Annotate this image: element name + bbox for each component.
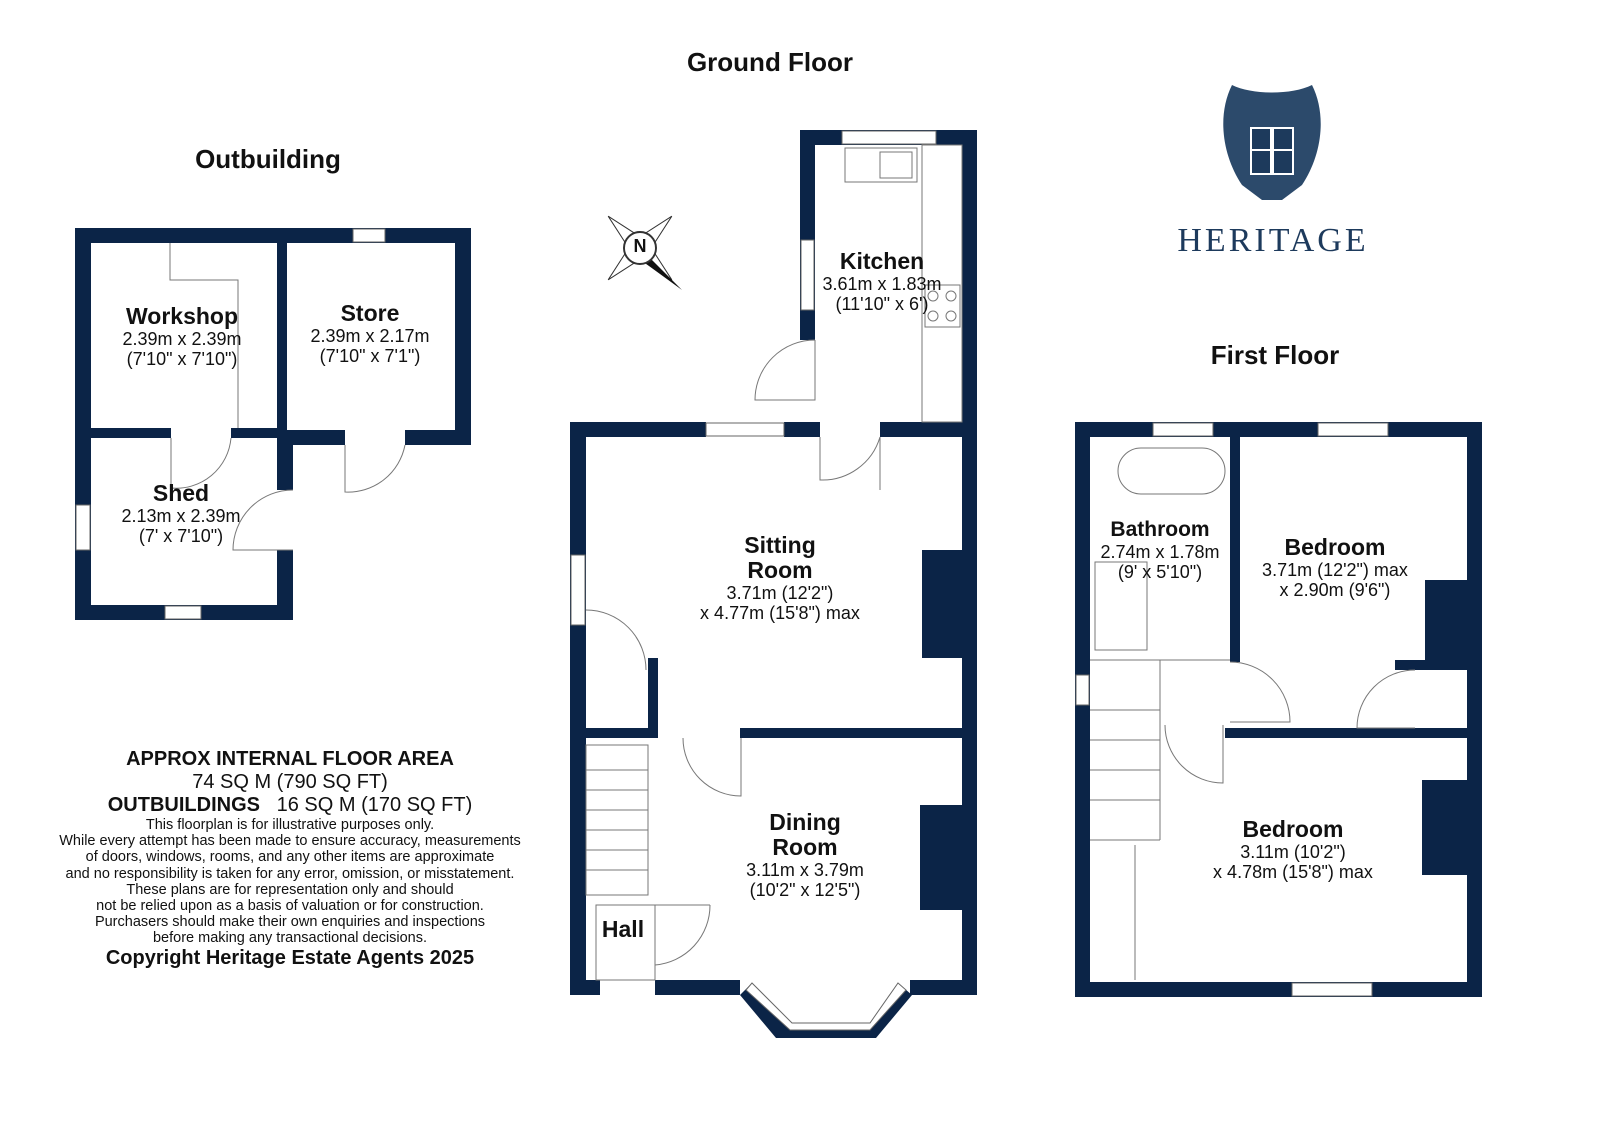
room-dim: x 2.90m (9'6") xyxy=(1279,580,1391,600)
room-kitchen: Kitchen 3.61m x 1.83m (11'10" x 6') xyxy=(822,248,942,315)
disclaimer-line: of doors, windows, rooms, and any other … xyxy=(85,849,495,866)
heritage-crest-logo xyxy=(1223,85,1321,200)
room-dim: 3.11m (10'2") xyxy=(1240,842,1346,862)
outbuilding-windows xyxy=(75,228,386,620)
ground-floor-title: Ground Floor xyxy=(686,47,854,77)
room-imperial: (11'10" x 6') xyxy=(835,294,929,314)
room-name: Workshop xyxy=(125,303,239,329)
disclaimer-line: before making any transactional decision… xyxy=(152,930,428,947)
disclaimer-line: While every attempt has been made to ens… xyxy=(59,833,521,850)
room-name: Dining xyxy=(769,809,841,835)
room-store: Store 2.39m x 2.17m (7'10" x 7'1") xyxy=(310,300,430,367)
disclaimer-line: These plans are for representation only … xyxy=(126,881,454,898)
room-hall: Hall xyxy=(601,916,645,942)
room-imperial: (7' x 7'10") xyxy=(138,526,224,546)
room-dining: Dining Room 3.11m x 3.79m (10'2" x 12'5"… xyxy=(746,809,864,901)
area-main: 74 SQ M (790 SQ FT) xyxy=(192,771,388,793)
room-imperial: (7'10" x 7'10") xyxy=(126,349,238,369)
room-name: Room xyxy=(747,557,813,583)
area-outbuildings-value: 16 SQ M (170 SQ FT) xyxy=(276,794,473,816)
room-metric: 2.39m x 2.17m xyxy=(310,326,430,346)
first-floor-title: First Floor xyxy=(1210,340,1340,370)
area-heading: APPROX INTERNAL FLOOR AREA xyxy=(126,748,454,770)
room-metric: 2.39m x 2.39m xyxy=(122,329,242,349)
room-dim: x 4.78m (15'8") max xyxy=(1213,862,1373,882)
north-compass-icon xyxy=(607,215,682,290)
room-shed: Shed 2.13m x 2.39m (7' x 7'10") xyxy=(121,480,241,547)
disclaimer-line: not be relied upon as a basis of valuati… xyxy=(96,898,484,915)
disclaimer-line: and no responsibility is taken for any e… xyxy=(65,865,515,882)
room-workshop: Workshop 2.39m x 2.39m (7'10" x 7'10") xyxy=(122,303,242,370)
copyright: Copyright Heritage Estate Agents 2025 xyxy=(105,946,475,969)
room-imperial: (10'2" x 12'5") xyxy=(749,880,861,900)
room-bedroom-1: Bedroom 3.71m (12'2") max x 2.90m (9'6") xyxy=(1262,534,1408,601)
room-metric: 2.74m x 1.78m xyxy=(1100,542,1220,562)
outbuilding-doors xyxy=(169,243,406,551)
room-imperial: (7'10" x 7'1") xyxy=(319,346,421,366)
first-floor-windows xyxy=(1075,422,1389,997)
floor-area-summary: APPROX INTERNAL FLOOR AREA 74 SQ M (790 … xyxy=(59,748,521,970)
outbuilding-walls xyxy=(75,228,471,620)
room-sitting: Sitting Room 3.71m (12'2") x 4.77m (15'8… xyxy=(700,532,860,624)
outbuilding-title: Outbuilding xyxy=(195,144,341,174)
room-bedroom-2: Bedroom 3.11m (10'2") x 4.78m (15'8") ma… xyxy=(1213,816,1373,883)
room-name: Room xyxy=(772,834,838,860)
ground-floor-windows xyxy=(570,130,937,1031)
room-name: Sitting xyxy=(744,532,816,558)
compass-label: N xyxy=(633,236,647,256)
room-name: Bedroom xyxy=(1242,816,1344,842)
first-floor-walls xyxy=(1075,422,1482,997)
room-name: Bedroom xyxy=(1284,534,1386,560)
ground-floor-fixtures xyxy=(585,144,963,981)
room-imperial: (9' x 5'10") xyxy=(1117,562,1203,582)
area-outbuildings-label: OUTBUILDINGS xyxy=(107,794,260,816)
room-bathroom: Bathroom 2.74m x 1.78m (9' x 5'10") xyxy=(1100,517,1219,582)
room-name: Shed xyxy=(152,480,210,506)
room-dim: x 4.77m (15'8") max xyxy=(700,603,860,623)
room-dim: 3.71m (12'2") xyxy=(726,583,834,603)
room-metric: 3.11m x 3.79m xyxy=(746,860,864,880)
first-floor-fixtures xyxy=(1090,447,1416,980)
room-metric: 3.61m x 1.83m xyxy=(822,274,942,294)
room-metric: 2.13m x 2.39m xyxy=(121,506,241,526)
room-name: Store xyxy=(340,300,400,326)
room-dim: 3.71m (12'2") max xyxy=(1262,560,1408,580)
disclaimer-line: Purchasers should make their own enquiri… xyxy=(94,914,486,931)
room-name: Bathroom xyxy=(1110,518,1210,541)
brand-name: HERITAGE xyxy=(1177,222,1369,259)
disclaimer-line: This floorplan is for illustrative purpo… xyxy=(145,817,435,833)
room-name: Kitchen xyxy=(839,248,925,274)
